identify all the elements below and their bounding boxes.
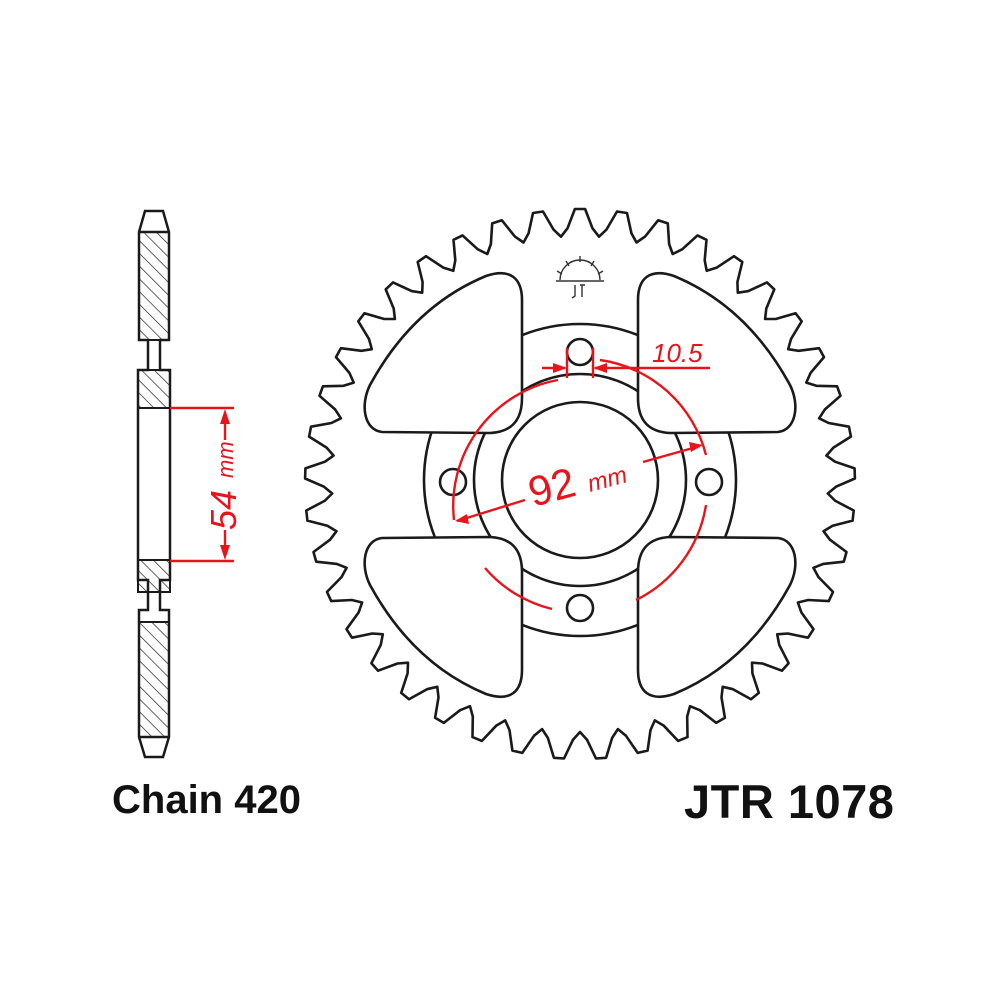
- side-profile-view: [136, 209, 172, 759]
- pitch-circle-arc: [599, 358, 708, 456]
- window-top-left: [363, 271, 524, 435]
- pitch-circle-arc: [484, 567, 553, 611]
- center-bore-outer: [472, 372, 688, 588]
- bolt-hole-top: [565, 337, 595, 367]
- window-bottom-left: [363, 535, 524, 699]
- jt-sunrise-logo-icon: [556, 256, 604, 299]
- arrowhead-up: [220, 409, 230, 424]
- pitch-circle-arc: [452, 378, 559, 521]
- chain-size-label: Chain 420: [112, 778, 301, 822]
- pitch-circle-arc: [635, 504, 708, 602]
- hatch-upper-mid: [137, 369, 171, 409]
- center-bore: [500, 400, 660, 560]
- hatch-bottom: [138, 621, 170, 738]
- part-number-label: JTR 1078: [684, 775, 895, 828]
- offset-value: 54: [203, 490, 244, 530]
- bolt-hole-bottom: [565, 593, 595, 623]
- arrowhead-down: [220, 545, 230, 560]
- dimension-annotations: [452, 348, 710, 611]
- sprocket-front-view: [303, 207, 857, 760]
- offset-unit: mm: [213, 441, 238, 478]
- arrowheads: [455, 363, 703, 524]
- bolt-hole-right: [694, 467, 724, 497]
- hatch-lower-mid: [137, 559, 171, 593]
- bolt-hole-size-value: 10.5: [652, 338, 703, 368]
- hatch-top: [138, 231, 170, 341]
- window-bottom-right: [636, 535, 797, 699]
- diameter-line: [456, 498, 526, 523]
- window-top-right: [636, 271, 797, 435]
- offset-dimension: [170, 406, 234, 563]
- hub-outer-circle: [422, 322, 738, 638]
